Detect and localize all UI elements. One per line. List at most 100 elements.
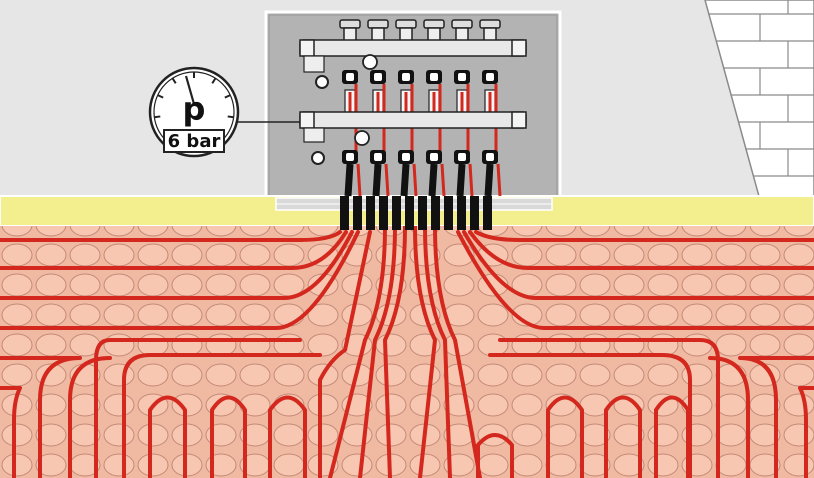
manifold-end-cap — [299, 111, 315, 129]
connector-hole — [458, 73, 466, 81]
connector-hole — [346, 153, 354, 161]
manifold-end-cap — [511, 111, 527, 129]
gauge-needle — [184, 75, 196, 105]
gauge-tick — [227, 115, 234, 119]
heating-pipe — [383, 226, 407, 478]
heating-pipe — [468, 230, 814, 270]
pipe-sleeve — [483, 196, 492, 230]
valve-cap — [479, 19, 501, 29]
heating-pipe — [148, 395, 187, 478]
heating-pipe — [798, 386, 814, 478]
heating-pipe — [0, 230, 354, 300]
heating-pipe — [604, 395, 642, 478]
manifold-bracket — [303, 55, 325, 73]
heating-pipe — [498, 338, 720, 478]
outlet-pipe-red — [384, 163, 390, 197]
pipe-sleeve — [340, 196, 349, 230]
connector-hole — [486, 153, 494, 161]
heating-pipe — [94, 338, 302, 478]
heating-pipe — [476, 433, 514, 478]
manifold-bracket — [303, 127, 325, 143]
pipe-sleeve — [366, 196, 375, 230]
heating-pipe — [413, 226, 437, 478]
manifold-end-cap — [511, 39, 527, 57]
pipe-sleeve — [444, 196, 453, 230]
pipe-sleeve — [379, 196, 388, 230]
outlet-pipe — [372, 163, 382, 197]
heating-pipe — [210, 395, 247, 478]
connector-hole — [458, 153, 466, 161]
pipe-sleeve — [405, 196, 414, 230]
outlet-pipe — [428, 163, 438, 197]
thermometer — [362, 54, 378, 70]
outlet-pipe — [456, 163, 466, 197]
valve-cap — [339, 19, 361, 29]
flow-manifold-bar — [299, 111, 527, 129]
heating-pipe — [318, 230, 372, 478]
pipe-sleeve — [418, 196, 427, 230]
connector-hole — [346, 73, 354, 81]
brick-wall — [704, 0, 814, 201]
heating-pipe — [474, 230, 814, 242]
heating-pipe — [488, 353, 692, 478]
heating-pipe — [0, 356, 82, 478]
heating-pipe — [456, 230, 814, 330]
pipe-sleeve — [353, 196, 362, 230]
heating-pipe — [433, 226, 482, 478]
heating-pipe — [122, 353, 322, 478]
connector-hole — [402, 153, 410, 161]
connector-hole — [374, 153, 382, 161]
heating-pipe — [0, 230, 360, 330]
heating-floor — [0, 226, 814, 478]
valve-cap — [367, 19, 389, 29]
heating-pipe — [68, 356, 112, 478]
heating-pipe — [0, 230, 342, 242]
insulated-pipe-ends — [340, 196, 492, 230]
thermometer — [354, 130, 370, 146]
outlet-pipe-red — [440, 163, 446, 197]
outlet-pipe-red — [468, 163, 474, 197]
connector-hole — [402, 73, 410, 81]
manifold — [299, 19, 527, 197]
outlet-pipe — [344, 163, 354, 197]
outlet-pipe-red — [496, 163, 502, 197]
outlet-pipe-red — [412, 163, 418, 197]
valve-cap — [423, 19, 445, 29]
heating-pipe — [738, 356, 814, 478]
heating-pipe — [268, 395, 307, 478]
heating-pipe — [358, 226, 397, 478]
manifold-end-cap — [299, 39, 315, 57]
gauge-tick — [171, 77, 177, 84]
connector-hole — [374, 73, 382, 81]
valve-cap — [451, 19, 473, 29]
heating-pipe — [0, 230, 348, 270]
outlet-pipe — [484, 163, 494, 197]
heating-pipe — [0, 386, 22, 478]
valve-cap — [395, 19, 417, 29]
heating-pipe — [423, 226, 452, 478]
fill-valve — [311, 151, 325, 165]
gauge-tick — [224, 94, 231, 99]
connector-hole — [430, 153, 438, 161]
drain-valve — [315, 75, 329, 89]
pipe-sleeve — [470, 196, 479, 230]
heating-pipe — [546, 395, 584, 478]
pipe-sleeve — [431, 196, 440, 230]
return-manifold-bar — [299, 39, 527, 57]
pipe-sleeve — [392, 196, 401, 230]
gauge-tick — [154, 115, 161, 119]
pipe-sleeve — [457, 196, 466, 230]
connector-hole — [430, 73, 438, 81]
heating-pipe — [328, 226, 387, 478]
gauge-value-box — [163, 129, 225, 153]
pressure-gauge: p 6 bar — [148, 66, 300, 158]
gauge-tick — [157, 94, 164, 99]
gauge-tick — [211, 77, 217, 84]
gauge-symbol: p — [183, 90, 206, 128]
outlet-pipe — [400, 163, 410, 197]
heating-pipe — [654, 395, 690, 478]
outlet-pipe-red — [356, 163, 362, 197]
gauge-value: 6 bar — [168, 131, 221, 152]
heating-pipe — [462, 230, 814, 300]
